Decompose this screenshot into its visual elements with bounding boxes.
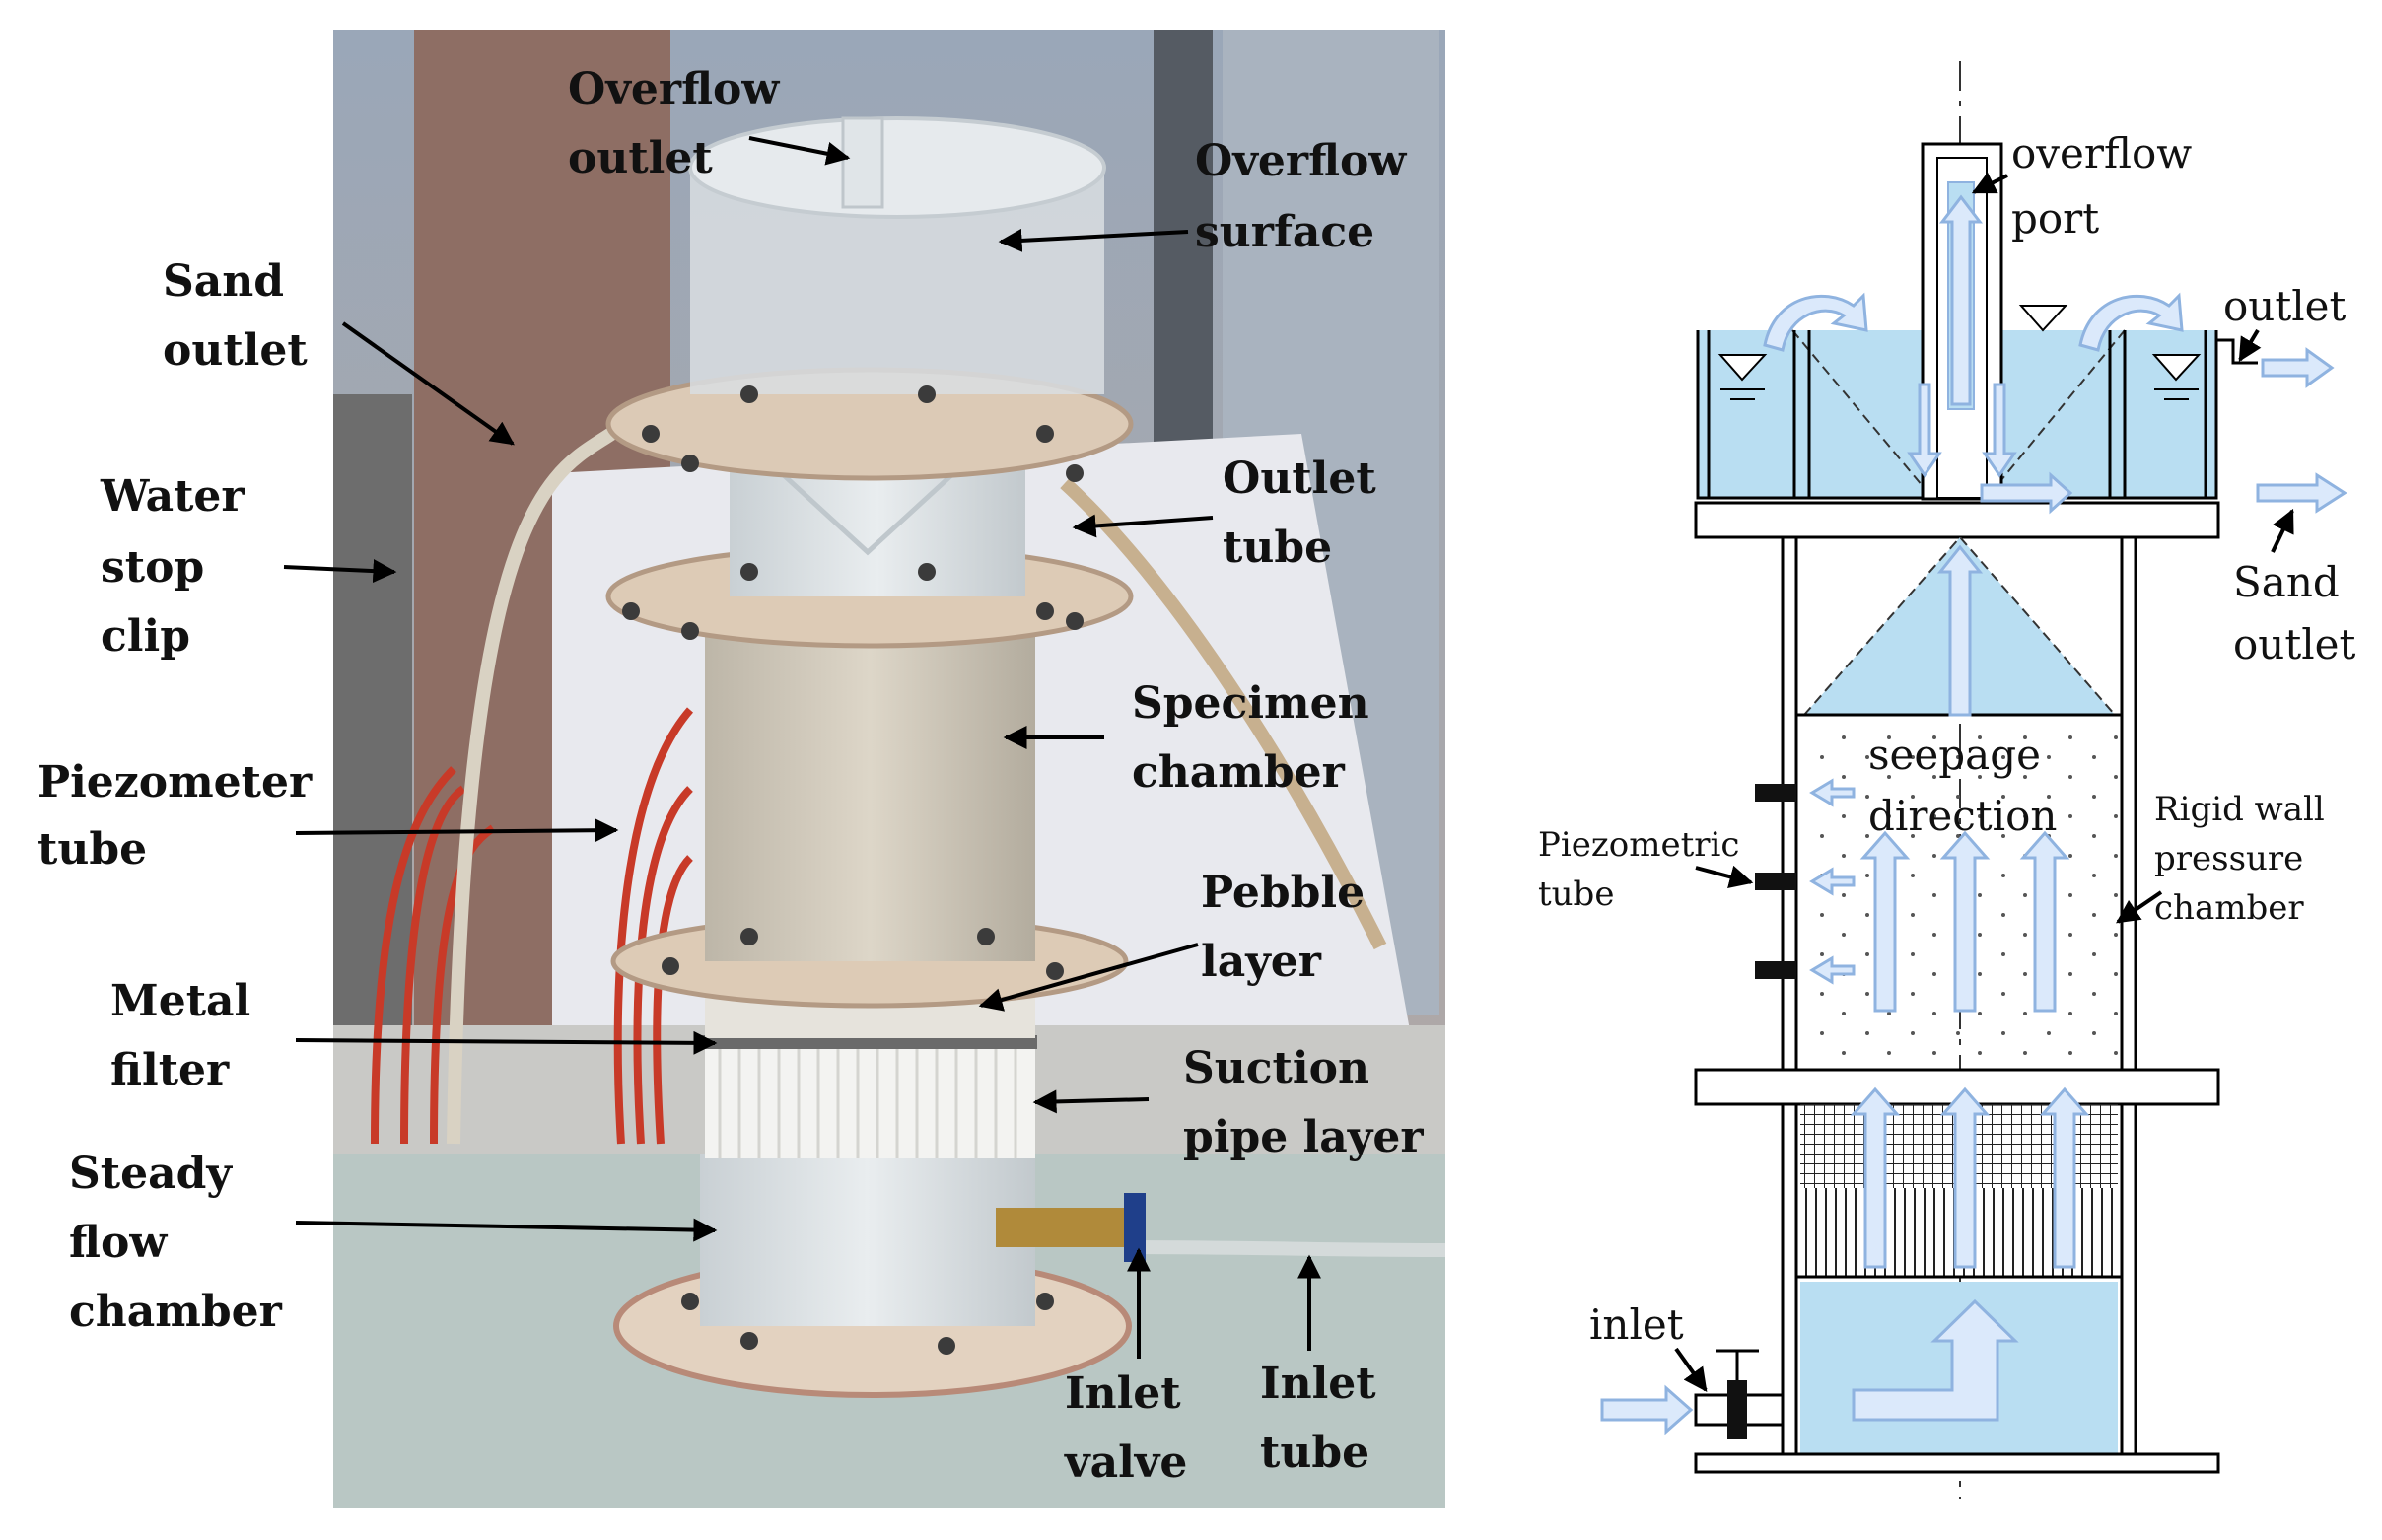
leader-arrow [1674, 1347, 1708, 1392]
label-line: Piezometric [1538, 825, 1739, 865]
photo-label-inlet-tube: Inlet tube [1260, 1254, 1376, 1478]
leader-arrow [2238, 328, 2262, 363]
leader-arrow [1695, 865, 1754, 889]
leader-arrow [283, 559, 397, 584]
label-line: surface [1195, 207, 1374, 257]
inlet-tube [1123, 1240, 1446, 1257]
label-line: pressure [2154, 839, 2303, 878]
sch-label-outlet: outlet [2223, 282, 2347, 363]
label-line: Rigid wall [2154, 790, 2325, 829]
label-line: Sand [2233, 558, 2340, 606]
leader-arrow [2116, 890, 2163, 924]
leader-arrow [998, 228, 1189, 252]
label-line: valve [1064, 1437, 1187, 1488]
label-line: Steady [69, 1149, 233, 1199]
leader-arrow [295, 818, 619, 843]
label-line: outlet [163, 325, 308, 376]
label-line: inlet [1589, 1300, 1684, 1349]
label-line: Inlet [1065, 1368, 1181, 1419]
label-line: tube [1538, 875, 1614, 914]
label-line: Pebble [1201, 868, 1365, 918]
photo-label-water-stop-clip: Water stop clip [100, 471, 397, 662]
label-line: Overflow [568, 64, 780, 114]
photo-label-metal-filter: Metal filter [110, 976, 718, 1095]
label-line: Piezometer [37, 757, 313, 807]
label-line: Overflow [1195, 136, 1407, 186]
label-line: outlet [568, 133, 713, 183]
leader-arrow [748, 136, 851, 166]
photo-label-overflow-surface: Overflow surface [998, 136, 1407, 257]
label-line: flow [69, 1218, 168, 1268]
photo-label-outlet-tube: Outlet tube [1072, 454, 1376, 573]
flow-arrows [1600, 194, 2347, 1435]
sch-label-sand-outlet: Sand outlet [2233, 508, 2356, 668]
photo-label-sand-outlet: Sand outlet [163, 256, 515, 446]
steady-flow-chamber [700, 1154, 1035, 1326]
leader-arrow [1971, 172, 2008, 194]
photo-label-piezometer-tube: Piezometer tube [37, 757, 619, 875]
label-line: Specimen [1132, 678, 1369, 729]
leader-arrow [978, 943, 1199, 1012]
photo-label-pebble-layer: Pebble layer [978, 868, 1365, 1012]
photo-label-suction-pipe-layer: Suction pipe layer [1032, 1043, 1424, 1162]
label-line: direction [1868, 792, 2057, 840]
leader-arrow [2271, 508, 2294, 553]
schematic-diagram [1600, 61, 2347, 1499]
photo-label-specimen-chamber: Specimen chamber [1003, 678, 1369, 798]
leader-arrow [1072, 514, 1214, 538]
sch-label-piezometric-tube: Piezometric tube [1538, 825, 1754, 914]
label-line: layer [1201, 937, 1322, 987]
label-line: tube [1260, 1428, 1369, 1478]
inlet-valve-symbol [1694, 1349, 1785, 1439]
apparatus-photo [333, 30, 1446, 1508]
outlet-tube [1060, 477, 1387, 950]
label-line: overflow [2011, 129, 2192, 177]
label-line: Outlet [1223, 454, 1376, 504]
label-line: Water [100, 471, 245, 522]
label-line: outlet [2223, 282, 2347, 330]
suction-pipe-layer [705, 1045, 1035, 1158]
inlet-valve [996, 1208, 1134, 1247]
specimen-chamber [705, 621, 1035, 961]
photo-label-steady-flow-chamber: Steady flow chamber [69, 1149, 718, 1337]
label-line: seepage [1868, 731, 2041, 779]
label-line: stop [101, 542, 204, 593]
metal-filter [702, 1035, 1037, 1049]
photo-label-inlet-valve: Inlet valve [1064, 1247, 1187, 1488]
label-line: port [2011, 194, 2099, 243]
photo-label-overflow-outlet: Overflow outlet [568, 64, 851, 183]
leader-arrow [341, 321, 515, 446]
label-line: chamber [1132, 747, 1346, 798]
label-line: pipe layer [1183, 1112, 1424, 1162]
label-line: chamber [69, 1287, 283, 1337]
label-line: tube [37, 824, 147, 875]
leader-arrow [295, 1218, 718, 1242]
separator-plate [1694, 501, 2220, 539]
label-line: clip [101, 611, 190, 662]
label-line: chamber [2154, 888, 2304, 928]
leader-arrow [295, 1030, 718, 1055]
label-line: Sand [163, 256, 284, 307]
sch-label-seepage-direction: seepage direction [1868, 731, 2057, 840]
label-line: Metal [110, 976, 250, 1026]
label-line: Inlet [1260, 1359, 1376, 1409]
label-line: Suction [1183, 1043, 1369, 1093]
label-line: filter [110, 1045, 230, 1095]
leader-arrow [1032, 1089, 1150, 1114]
sch-label-inlet: inlet [1589, 1300, 1708, 1392]
label-line: outlet [2233, 620, 2356, 668]
sch-label-overflow-port: overflow port [1971, 129, 2192, 243]
label-line: tube [1223, 523, 1332, 573]
sch-label-rigid-wall: Rigid wall pressure chamber [2116, 790, 2325, 928]
